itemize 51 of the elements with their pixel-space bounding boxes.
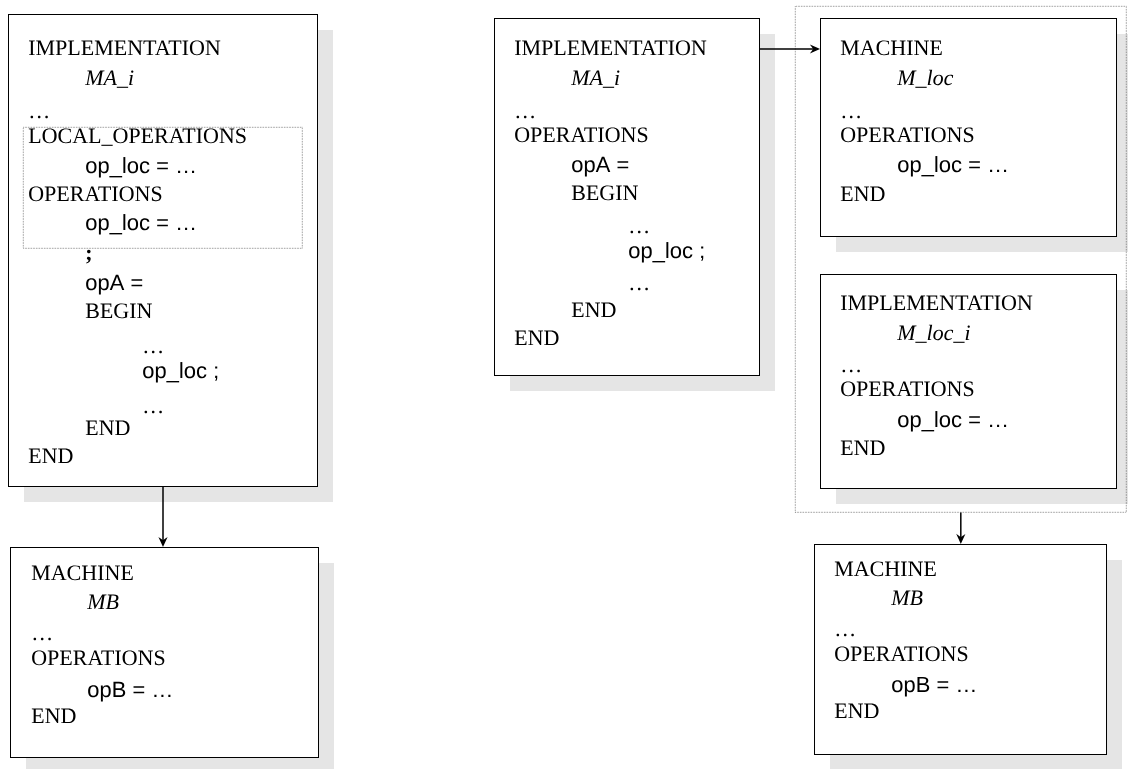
code-line: BEGIN [571, 185, 638, 201]
code-line: MB [890, 590, 923, 606]
code-line: OPERATIONS [835, 646, 968, 662]
code-line: END [571, 302, 616, 318]
code-line: op_loc = … [898, 156, 1007, 177]
code-line: END [85, 420, 130, 436]
code-line: … [144, 410, 162, 414]
code-line: END [840, 186, 885, 202]
code-line: OPERATIONS [29, 186, 162, 202]
code-line: END [514, 330, 559, 346]
code-line: … [630, 230, 648, 234]
code-line: END [31, 708, 76, 724]
code-line: … [842, 115, 860, 119]
code-line: MACHINE [840, 40, 942, 56]
code-line: … [30, 115, 48, 119]
code-line: … [144, 350, 162, 354]
code-line: END [834, 703, 879, 719]
code-line: ; [86, 249, 91, 264]
code-line: opA = [86, 274, 143, 295]
code-line: op_loc = … [86, 214, 195, 235]
code-line: … [33, 637, 51, 641]
code-line: IMPLEMENTATION [841, 295, 1033, 311]
code-line: OPERATIONS [841, 127, 974, 143]
code-line: BEGIN [85, 303, 152, 319]
code-line: … [630, 287, 648, 291]
code-line: … [842, 369, 860, 373]
code-line: op_loc ; [143, 362, 218, 383]
code-line: opB = … [88, 681, 171, 702]
code-line: IMPLEMENTATION [515, 40, 707, 56]
code-line: MA_i [570, 70, 620, 88]
code-line: op_loc = … [898, 411, 1007, 432]
code-line: END [28, 448, 73, 464]
code-line: op_loc = … [86, 157, 195, 178]
code-line: MA_i [84, 70, 134, 88]
code-line: LOCAL_OPERATIONS [28, 128, 246, 146]
code-line: op_loc ; [629, 242, 704, 263]
code-line: opB = … [892, 676, 975, 697]
code-line: OPERATIONS [841, 381, 974, 397]
code-line: … [836, 633, 854, 637]
code-line: END [840, 440, 885, 456]
code-line: M_loc [896, 69, 954, 88]
code-line: M_loc_i [896, 324, 970, 343]
code-line: IMPLEMENTATION [29, 40, 221, 56]
code-line: opA = [572, 156, 629, 177]
dotted-frame [795, 6, 1127, 513]
code-line: … [516, 115, 534, 119]
code-line: MACHINE [31, 565, 133, 581]
code-line: MB [86, 594, 119, 610]
code-line: OPERATIONS [32, 650, 165, 666]
code-line: OPERATIONS [515, 127, 648, 143]
code-line: MACHINE [834, 561, 936, 577]
